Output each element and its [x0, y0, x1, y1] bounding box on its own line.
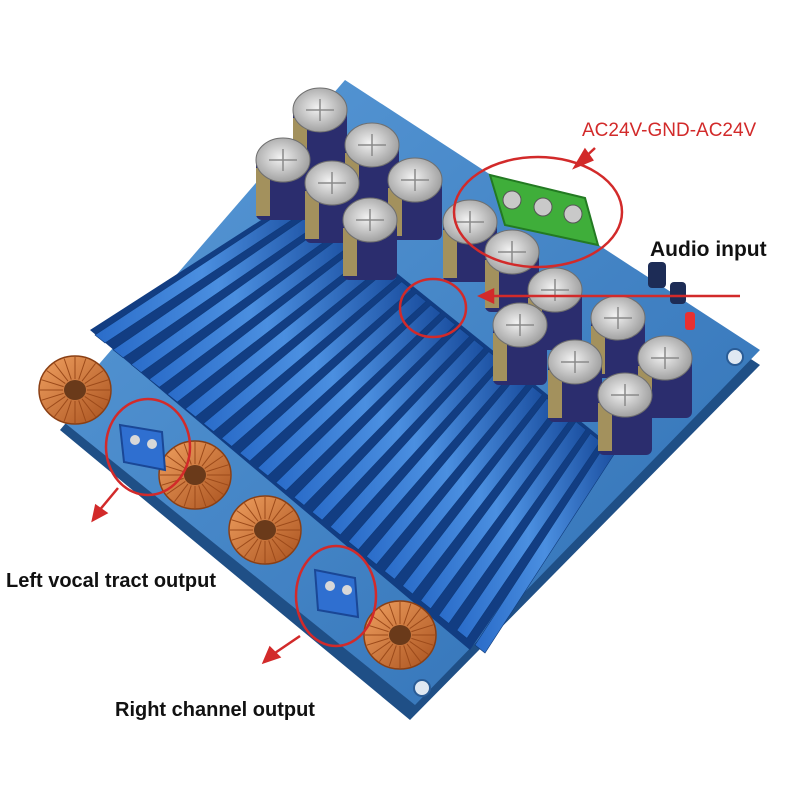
power-terminal-block: [488, 173, 600, 247]
capacitor: [342, 197, 398, 280]
toroidal-inductor: [38, 355, 112, 425]
heatsink-fin: [438, 421, 587, 624]
capacitor: [492, 302, 548, 385]
left-callout-circle: [104, 397, 192, 497]
toroidal-inductor: [363, 600, 437, 670]
toroidal-inductor: [158, 440, 232, 510]
right-output-terminal: [313, 568, 360, 619]
capacitor: [255, 137, 311, 220]
led: [685, 312, 695, 330]
heatsink-fin: [275, 316, 456, 492]
heatsink: [90, 195, 616, 654]
heatsink-fin: [239, 292, 427, 462]
power-callout-circle: [452, 155, 624, 269]
heatsink-fin: [384, 386, 543, 580]
right-output-label: Right channel output: [115, 699, 315, 721]
heatsink-fin: [203, 269, 398, 432]
heatsink-fin: [257, 304, 442, 477]
heatsink-fin: [293, 327, 471, 506]
capacitor: [387, 157, 443, 240]
right-callout-circle: [294, 544, 378, 648]
audio-input-label: Audio input: [650, 238, 767, 261]
audio-callout-circle: [398, 277, 468, 339]
power-input-label: AC24V-GND-AC24V: [582, 120, 757, 141]
inductor-group: [38, 355, 437, 670]
left-output-terminal: [118, 423, 167, 472]
small-capacitor: [648, 262, 686, 304]
capacitor-group: [255, 87, 693, 455]
left-output-label: Left vocal tract output: [6, 570, 217, 592]
heatsink-fin: [221, 281, 413, 447]
callout-markers: [91, 147, 740, 665]
capacitor: [597, 372, 653, 455]
toroidal-inductor: [228, 495, 302, 565]
capacitor: [547, 339, 603, 422]
capacitor: [442, 199, 498, 282]
heatsink-fin: [311, 339, 485, 521]
